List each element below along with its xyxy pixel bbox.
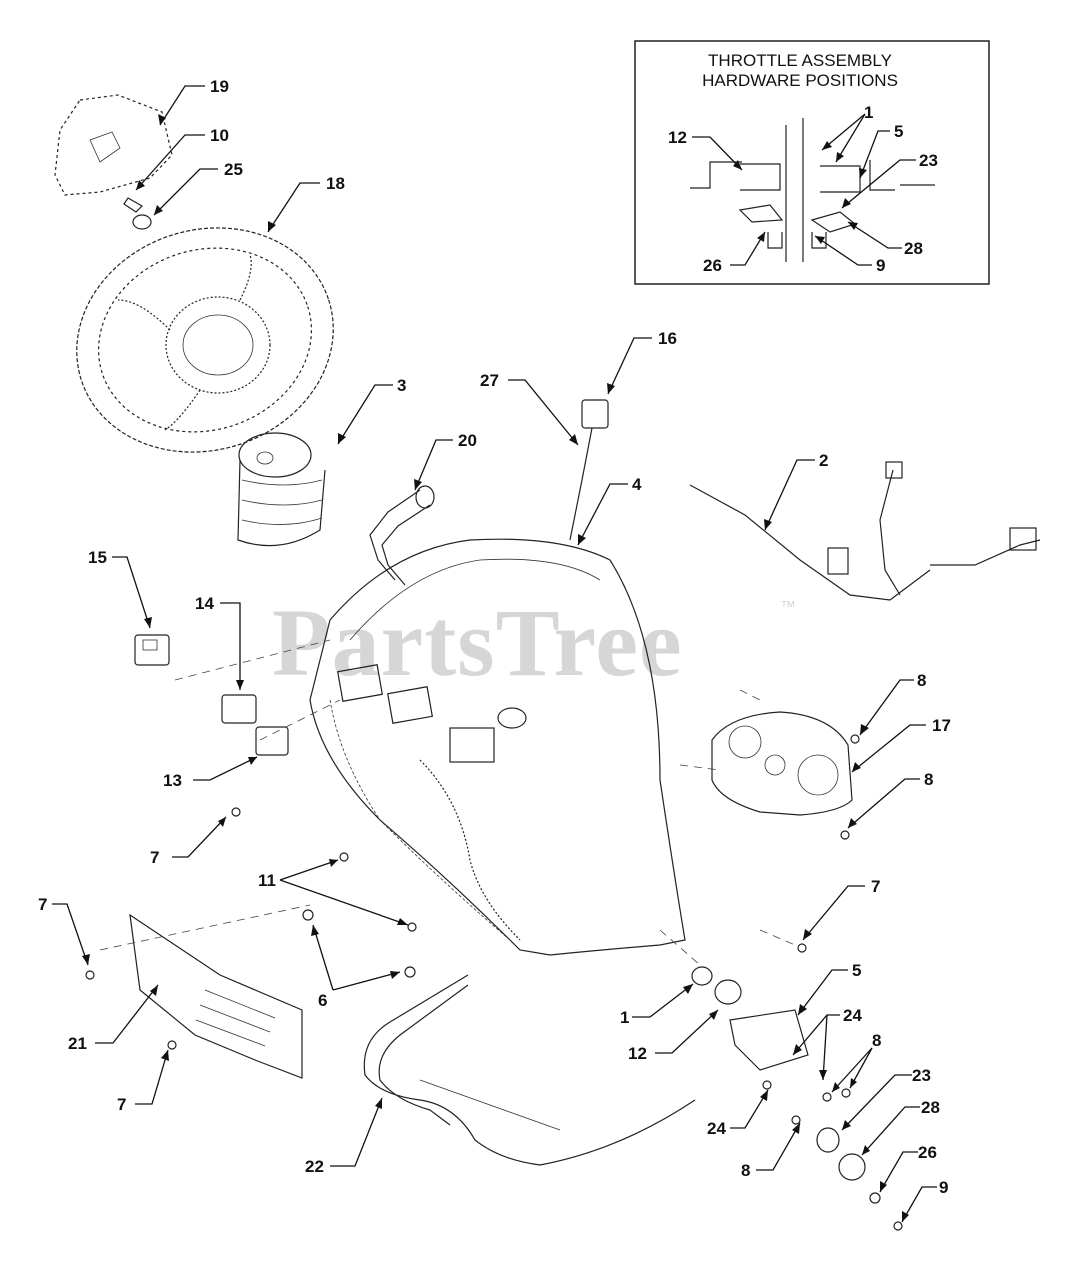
part-4-dash-panel[interactable]	[309, 538, 686, 956]
callout-8-lower[interactable]: 8	[741, 1161, 750, 1180]
callout-21[interactable]: 21	[68, 1034, 87, 1053]
inset-callout-9[interactable]: 9	[876, 256, 885, 275]
part-19-emblem[interactable]	[54, 94, 173, 196]
callout-12[interactable]: 12	[628, 1044, 647, 1063]
callout-8-mid[interactable]: 8	[924, 770, 933, 789]
callout-4[interactable]: 4	[632, 475, 642, 494]
part-16-knob[interactable]	[581, 399, 609, 429]
callout-28[interactable]: 28	[921, 1098, 940, 1117]
callout-2[interactable]: 2	[819, 451, 828, 470]
callout-11[interactable]: 11	[258, 871, 276, 890]
callout-19[interactable]: 19	[210, 77, 229, 96]
callout-1[interactable]: 1	[620, 1008, 629, 1027]
part-14-switch[interactable]	[221, 694, 257, 724]
callout-23[interactable]: 23	[912, 1066, 931, 1085]
part-22-bracket[interactable]	[363, 974, 696, 1166]
part-2-wiring-harness[interactable]	[689, 461, 1041, 601]
trademark-mark: ™	[780, 599, 796, 616]
callout-8-right[interactable]: 8	[872, 1031, 881, 1050]
inset-callout-23[interactable]: 23	[919, 151, 938, 170]
callout-24-lower[interactable]: 24	[707, 1119, 726, 1138]
part-15-switch[interactable]	[134, 634, 170, 666]
callout-24-upper[interactable]: 24	[843, 1006, 862, 1025]
alignment-lines	[99, 639, 796, 966]
part-10-screw[interactable]	[123, 197, 143, 213]
part-13-switch[interactable]	[255, 726, 289, 756]
inset-leader-lines	[692, 113, 916, 266]
callout-27[interactable]: 27	[480, 371, 499, 390]
inset-callout-1[interactable]: 1	[864, 103, 873, 122]
callout-26[interactable]: 26	[918, 1143, 937, 1162]
inset-title-line1: THROTTLE ASSEMBLY	[708, 51, 892, 70]
callout-15[interactable]: 15	[88, 548, 107, 567]
callout-6[interactable]: 6	[318, 991, 327, 1010]
inset-border	[634, 40, 990, 285]
callout-13[interactable]: 13	[163, 771, 182, 790]
callout-25[interactable]: 25	[224, 160, 243, 179]
callout-3[interactable]: 3	[397, 376, 406, 395]
callout-7-right[interactable]: 7	[871, 877, 880, 896]
callout-17[interactable]: 17	[932, 716, 951, 735]
small-hardware	[85, 734, 860, 1125]
callout-9[interactable]: 9	[939, 1178, 948, 1197]
part-27-cable[interactable]	[569, 427, 593, 541]
inset-callout-5[interactable]: 5	[894, 122, 903, 141]
callout-18[interactable]: 18	[326, 174, 345, 193]
callout-7-upper-left[interactable]: 7	[150, 848, 159, 867]
part-21-side-plate[interactable]	[129, 913, 303, 1079]
throttle-assembly-inset: THROTTLE ASSEMBLY HARDWARE POSITIONS	[634, 40, 990, 285]
leader-lines	[52, 85, 937, 1223]
callout-8-upper[interactable]: 8	[917, 671, 926, 690]
callout-16[interactable]: 16	[658, 329, 677, 348]
callout-7-left[interactable]: 7	[38, 895, 47, 914]
callout-20[interactable]: 20	[458, 431, 477, 450]
part-3-boot[interactable]	[237, 432, 326, 547]
inset-callout-28[interactable]: 28	[904, 239, 923, 258]
watermark: PartsTree	[272, 589, 683, 696]
callout-10[interactable]: 10	[210, 126, 229, 145]
callout-14[interactable]: 14	[195, 594, 214, 613]
inset-callout-26[interactable]: 26	[703, 256, 722, 275]
part-25-washer[interactable]	[132, 214, 152, 230]
inset-callout-12[interactable]: 12	[668, 128, 687, 147]
part-20-lever[interactable]	[369, 485, 435, 586]
part-17-instrument-cluster[interactable]	[711, 711, 853, 816]
inset-title-line2: HARDWARE POSITIONS	[702, 71, 898, 90]
callout-labels: 19 10 25 18 3 16 27 20 4 2 15 14 13 8 17…	[38, 77, 951, 1197]
callout-5[interactable]: 5	[852, 961, 861, 980]
callout-22[interactable]: 22	[305, 1157, 324, 1176]
part-18-steering-wheel[interactable]	[47, 195, 362, 485]
callout-7-lower-left[interactable]: 7	[117, 1095, 126, 1114]
throttle-hardware-stack[interactable]	[691, 966, 903, 1231]
inset-callout-labels: 1 5 12 23 28 26 9	[668, 103, 938, 275]
